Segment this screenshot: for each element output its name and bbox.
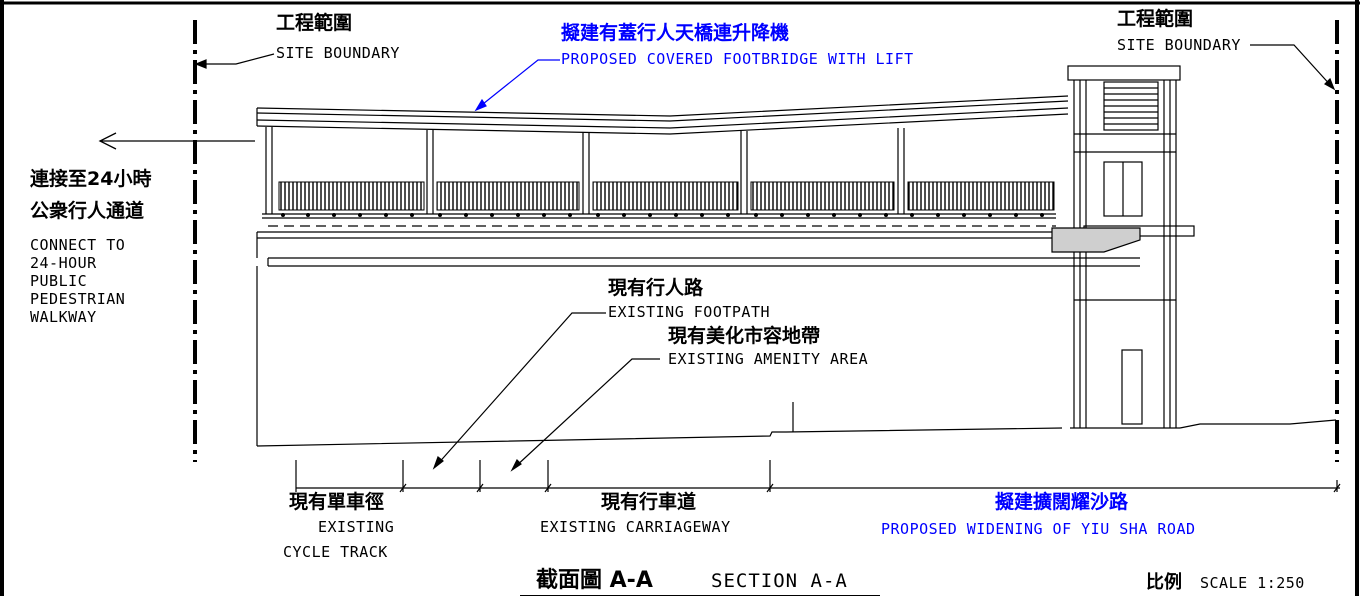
cycle-track-en-line1: EXISTING bbox=[318, 518, 395, 536]
existing-leaders bbox=[432, 312, 660, 472]
connect-zh-line1: 連接至24小時 bbox=[30, 168, 152, 190]
scale-label-zh: 比例 bbox=[1146, 572, 1182, 593]
connect-en-line4: PEDESTRIAN bbox=[30, 290, 126, 308]
connect-en-line3: PUBLIC bbox=[30, 272, 88, 290]
connect-en-line5: WALKWAY bbox=[30, 308, 97, 326]
footpath-zh: 現有行人路 bbox=[608, 277, 704, 299]
connect-arrow bbox=[98, 132, 255, 150]
carriageway-zh: 現有行車道 bbox=[601, 491, 697, 513]
footbridge-roof bbox=[256, 95, 1069, 135]
section-title-zh: 截面圖 A-A bbox=[536, 568, 653, 593]
connect-zh-line2: 公衆行人通道 bbox=[30, 200, 145, 222]
widening-zh: 擬建擴闊耀沙路 bbox=[995, 491, 1129, 513]
carriageway-en: EXISTING CARRIAGEWAY bbox=[540, 518, 731, 536]
footbridge-en: PROPOSED COVERED FOOTBRIDGE WITH LIFT bbox=[561, 50, 914, 68]
ground-profile bbox=[256, 266, 1337, 447]
footpath-en: EXISTING FOOTPATH bbox=[608, 303, 771, 321]
site-boundary-right-en: SITE BOUNDARY bbox=[1117, 36, 1241, 54]
amenity-en: EXISTING AMENITY AREA bbox=[668, 350, 869, 368]
connect-en-line2: 24-HOUR bbox=[30, 254, 97, 272]
connect-en-line1: CONNECT TO bbox=[30, 236, 126, 254]
footbridge-deck bbox=[256, 213, 1140, 267]
lift-tower bbox=[1051, 65, 1195, 429]
scale-label-en: SCALE 1:250 bbox=[1200, 574, 1305, 592]
dimension-line bbox=[295, 460, 1341, 493]
footbridge-leader bbox=[474, 59, 560, 112]
site-boundary-right-zh: 工程範圍 bbox=[1117, 8, 1194, 30]
cycle-track-en-line2: CYCLE TRACK bbox=[283, 543, 388, 561]
site-boundary-left-zh: 工程範圍 bbox=[276, 12, 353, 34]
section-title-en: SECTION A-A bbox=[711, 570, 848, 592]
widening-en: PROPOSED WIDENING OF YIU SHA ROAD bbox=[881, 520, 1196, 538]
amenity-zh: 現有美化市容地帶 bbox=[668, 325, 821, 347]
footbridge-columns bbox=[265, 127, 905, 214]
site-boundary-leaders bbox=[194, 44, 1336, 91]
site-boundary-left-en: SITE BOUNDARY bbox=[276, 44, 400, 62]
cycle-track-zh: 現有單車徑 bbox=[289, 491, 385, 513]
site-boundary-lines bbox=[193, 20, 1339, 462]
parapet-railings bbox=[278, 181, 1055, 211]
deck-fixings bbox=[281, 213, 1044, 217]
footbridge-zh: 擬建有蓋行人天橋連升降機 bbox=[561, 22, 790, 44]
